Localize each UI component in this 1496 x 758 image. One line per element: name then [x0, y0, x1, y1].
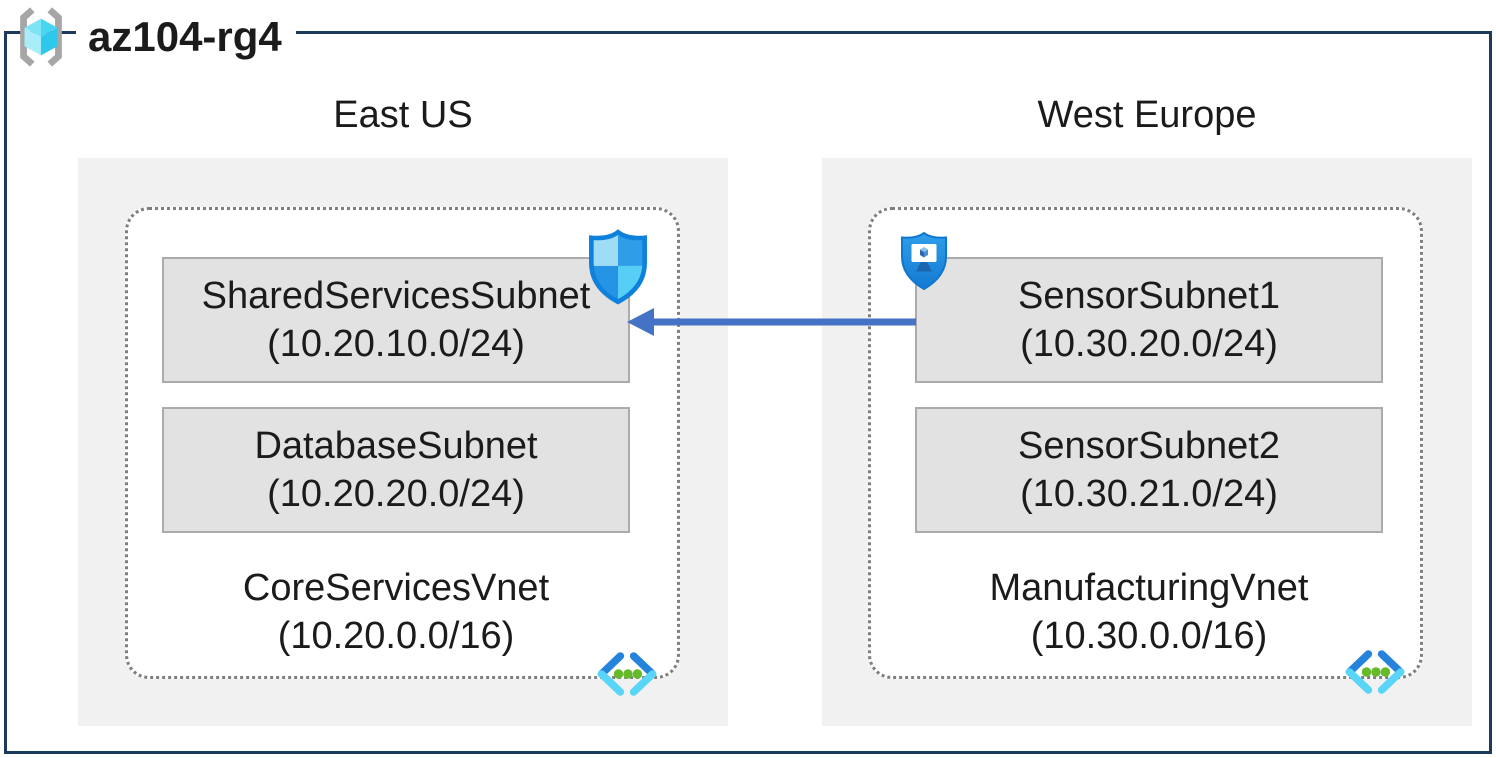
subnet-databasesubnet: DatabaseSubnet (10.20.20.0/24): [162, 407, 630, 533]
resource-group-title: az104-rg4: [10, 5, 296, 69]
peering-arrow: [627, 308, 916, 336]
vnet-label-coreservicesvnet: CoreServicesVnet (10.20.0.0/16): [162, 564, 630, 660]
resource-group-frame: [4, 31, 1492, 754]
virtual-network-icon: [1345, 650, 1405, 694]
subnet-sensorsubnet1: SensorSubnet1 (10.30.20.0/24): [915, 257, 1383, 383]
vnet-name: ManufacturingVnet: [989, 567, 1309, 609]
region-label-west-europe: West Europe: [1037, 94, 1257, 136]
resource-group-icon: [20, 7, 62, 67]
vnet-label-manufacturingvnet: ManufacturingVnet (10.30.0.0/16): [915, 564, 1383, 660]
subnet-sensorsubnet2: SensorSubnet2 (10.30.21.0/24): [915, 407, 1383, 533]
subnet-cidr: (10.30.21.0/24): [1020, 473, 1278, 515]
virtual-network-icon: [597, 652, 657, 696]
subnet-cidr: (10.20.20.0/24): [267, 473, 525, 515]
subnet-name: SharedServicesSubnet: [201, 275, 591, 317]
subnet-name: SensorSubnet1: [1018, 275, 1280, 317]
subnet-name: SensorSubnet2: [1018, 425, 1280, 467]
vnet-cidr: (10.20.0.0/16): [277, 615, 515, 657]
vnet-name: CoreServicesVnet: [242, 567, 550, 609]
resource-group-name: az104-rg4: [76, 7, 296, 67]
network-security-group-shield-icon: [589, 229, 647, 305]
region-label-east-us: East US: [333, 94, 473, 136]
subnet-cidr: (10.20.10.0/24): [267, 323, 525, 365]
vnet-cidr: (10.30.0.0/16): [1030, 615, 1268, 657]
subnet-sharedservicessubnet: SharedServicesSubnet (10.20.10.0/24): [162, 257, 630, 383]
subnet-cidr: (10.30.20.0/24): [1020, 323, 1278, 365]
application-security-group-shield-icon: [901, 231, 947, 291]
subnet-name: DatabaseSubnet: [254, 425, 538, 467]
